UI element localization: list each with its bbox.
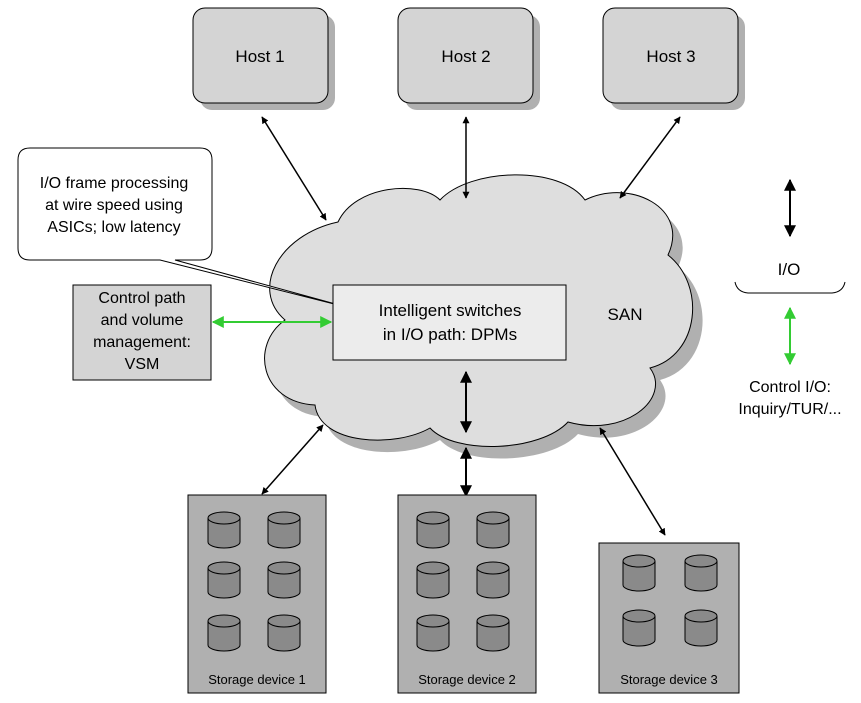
disk-icon [622, 554, 656, 592]
legend-brace [734, 281, 846, 294]
disk-icon [476, 614, 510, 652]
switch-line: Intelligent switches [379, 301, 522, 320]
arrow-san-storage1 [261, 424, 324, 495]
storage-label: Storage device 2 [418, 672, 516, 687]
host-label: Host 1 [235, 47, 284, 66]
disk-icon [416, 614, 450, 652]
callout-line: at wire speed using [45, 197, 183, 214]
storage-device-3: Storage device 3 [598, 542, 740, 694]
vsm-line: management: [93, 334, 191, 351]
disk-icon [622, 609, 656, 647]
disk-icon [476, 561, 510, 599]
host-label: Host 2 [441, 47, 490, 66]
intelligent-switch-box: Intelligent switches in I/O path: DPMs [332, 284, 567, 361]
storage-label: Storage device 1 [208, 672, 306, 687]
callout-line: I/O frame processing [40, 175, 189, 192]
host-3: Host 3 [602, 7, 745, 110]
arrow-san-storage3 [599, 427, 666, 536]
disk-icon [416, 561, 450, 599]
disk-icon [416, 511, 450, 549]
host-label: Host 3 [646, 47, 695, 66]
switch-line: in I/O path: DPMs [383, 325, 517, 344]
legend: I/O Control I/O: Inquiry/TUR/... [734, 178, 846, 418]
disk-icon [207, 561, 241, 599]
storage-device-2: Storage device 2 [397, 494, 537, 694]
disk-icon [267, 511, 301, 549]
vsm-line: Control path [98, 290, 185, 307]
host-2: Host 2 [397, 7, 540, 110]
arrow-host1-san [261, 116, 327, 221]
disk-icon [684, 554, 718, 592]
callout-asic-processing: I/O frame processing at wire speed using… [17, 147, 351, 309]
vsm-line: and volume [101, 312, 184, 329]
disk-icon [267, 614, 301, 652]
legend-io-label: I/O [778, 260, 801, 279]
disk-icon [207, 511, 241, 549]
legend-control-line: Control I/O: [749, 379, 831, 396]
callout-line: ASICs; low latency [47, 219, 180, 236]
disk-icon [207, 614, 241, 652]
storage-label: Storage device 3 [620, 672, 718, 687]
vsm-box: Control path and volume management: VSM [72, 284, 212, 381]
disk-icon [476, 511, 510, 549]
arrow-host3-san [619, 116, 681, 199]
disk-icon [267, 561, 301, 599]
legend-control-line: Inquiry/TUR/... [738, 401, 841, 418]
disk-icon [684, 609, 718, 647]
storage-device-1: Storage device 1 [187, 494, 327, 694]
san-label: SAN [608, 305, 643, 324]
host-1: Host 1 [192, 7, 335, 110]
vsm-line: VSM [125, 356, 160, 373]
